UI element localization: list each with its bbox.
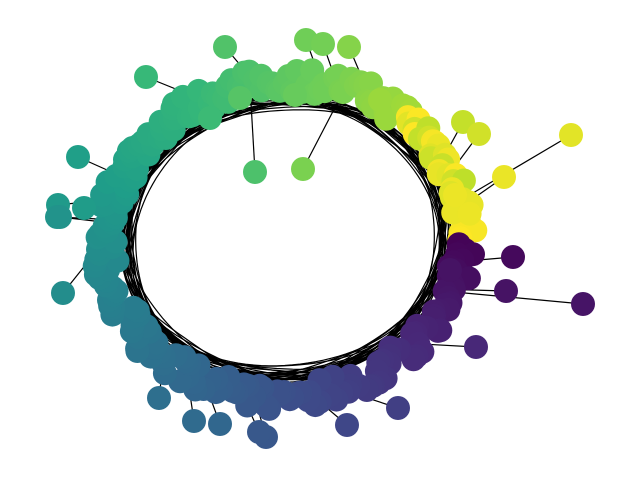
graph-leaf-node	[72, 196, 96, 220]
graph-leaf-node	[147, 386, 171, 410]
graph-leaf-node	[48, 205, 72, 229]
graph-leaf-node	[467, 122, 491, 146]
graph-leaf-node	[208, 412, 232, 436]
graph-edge	[462, 134, 572, 200]
graph-node	[121, 295, 146, 320]
graph-edge	[302, 91, 344, 170]
graph-leaf-node	[182, 409, 206, 433]
graph-leaf-node	[337, 35, 361, 59]
graph-leaf-node	[501, 245, 525, 269]
graph-node	[374, 106, 399, 131]
graph-leaf-node	[571, 292, 595, 316]
graph-leaf-node	[559, 123, 583, 147]
graph-leaf-node	[335, 413, 359, 437]
graph-leaf-node	[228, 86, 252, 110]
graph-leaf-node	[291, 157, 315, 181]
graph-leaf-node	[66, 145, 90, 169]
graph-leaf-node	[134, 65, 158, 89]
graph-leaf-node	[368, 88, 392, 112]
graph-leaf-node	[243, 160, 267, 184]
graph-leaf-node	[492, 165, 516, 189]
graph-leaf-node	[198, 106, 222, 130]
graph-leaf-node	[438, 258, 462, 282]
graph-leaf-node	[213, 35, 237, 59]
graph-leaf-node	[247, 420, 271, 444]
graph-leaf-node	[311, 32, 335, 56]
graph-node	[457, 201, 482, 226]
graph-leaf-node	[494, 279, 518, 303]
graph-leaf-node	[443, 183, 467, 207]
node-layer	[45, 28, 595, 449]
graph-leaf-node	[51, 281, 75, 305]
graph-leaf-node	[386, 396, 410, 420]
graph-leaf-node	[283, 83, 307, 107]
graph-edge	[127, 96, 443, 380]
graph-leaf-node	[464, 335, 488, 359]
